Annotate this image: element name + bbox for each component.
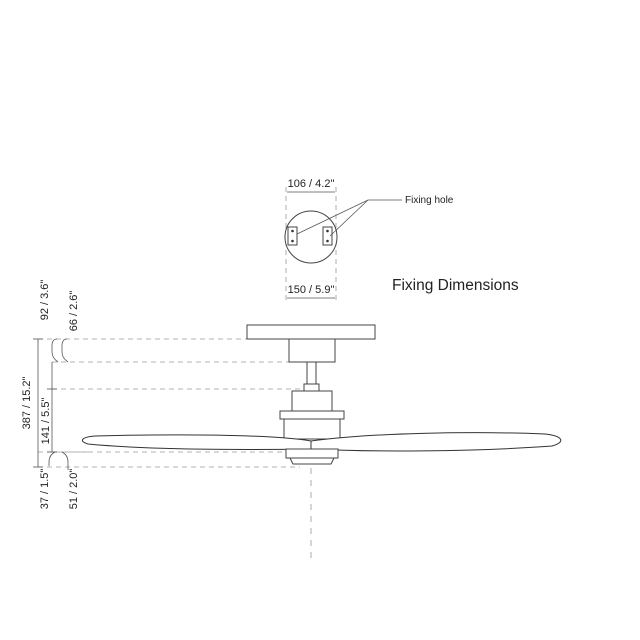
- light-bottom-callout: [61, 451, 69, 470]
- drawing-title: Fixing Dimensions: [392, 277, 519, 294]
- light-bottom-label: 51 / 2.0": [68, 469, 80, 510]
- hole-spacing-label: 106 / 4.2": [288, 178, 335, 190]
- canopy-gap-callout: [61, 338, 69, 363]
- light-housing: [285, 448, 339, 459]
- screw-hole: [291, 239, 294, 243]
- mounting-plate-circle: [284, 210, 338, 264]
- motor-ring: [279, 410, 345, 420]
- downrod-coupler: [303, 383, 320, 392]
- blade-left: [81, 434, 312, 450]
- canopy-gap-label: 66 / 2.6": [68, 291, 80, 332]
- blade-right: [310, 432, 562, 452]
- plate-diameter-label: 150 / 5.9": [288, 284, 335, 296]
- fan-side-view: [38, 324, 562, 560]
- fixing-slot-left: [287, 226, 298, 246]
- height-dimensions: 92 / 3.6" 66 / 2.6" 387 / 15.2" 141 / 5.…: [21, 280, 80, 510]
- callout-leader-right: [329, 199, 369, 237]
- screw-hole: [326, 239, 329, 243]
- blade-bottom-callout: [48, 451, 56, 466]
- motor-top: [291, 390, 333, 412]
- screw-hole: [291, 229, 294, 233]
- screw-hole: [326, 229, 329, 233]
- blade-bottom-label: 37 / 1.5": [39, 469, 51, 510]
- overall-height-label: 387 / 15.2": [21, 376, 33, 429]
- canopy-height-label: 92 / 3.6": [39, 280, 51, 321]
- canopy: [288, 338, 336, 363]
- canopy-height-callout: [51, 338, 59, 363]
- motor-body: [283, 418, 341, 440]
- motor-height-label: 141 / 5.5": [40, 398, 52, 445]
- mounting-plate-top-view: 106 / 4.2" Fixing hole 150 / 5.9": [284, 178, 454, 300]
- fixing-hole-label: Fixing hole: [405, 195, 454, 206]
- light-lens: [289, 457, 335, 465]
- fixing-slot-right: [322, 226, 333, 246]
- ceiling-plate: [246, 324, 376, 340]
